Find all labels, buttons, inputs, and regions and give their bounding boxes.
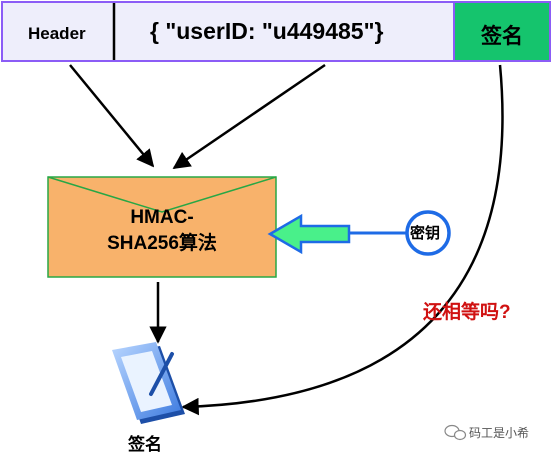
header-to-algorithm-arrow [69, 64, 155, 168]
watermark-text: 码工是小希 [469, 426, 530, 440]
signature-comparison-curve [181, 64, 504, 416]
algorithm-label-line2: SHA256算法 [107, 233, 217, 254]
key-to-algorithm-arrow [267, 213, 351, 255]
algorithm-label-line1: HMAC- [130, 207, 194, 228]
signature-tablet-icon [112, 342, 185, 424]
secret-key-circle [405, 210, 451, 256]
algorithm-envelope [47, 176, 277, 278]
secret-key-label: 密钥 [410, 225, 441, 242]
jwt-signature-label: 签名 [481, 25, 523, 48]
wechat-icon [444, 424, 467, 441]
jwt-payload-label: { "userID: "u449485"} [150, 18, 384, 44]
envelope-body [47, 176, 277, 278]
jwt-signature-cell [453, 1, 551, 62]
algorithm-label: HMAC- SHA256算法 [48, 205, 276, 257]
output-signature-label: 签名 [128, 435, 162, 454]
envelope-flap [47, 176, 277, 213]
jwt-bar [1, 1, 551, 62]
comparison-question: 还相等吗? [423, 302, 511, 323]
payload-to-algorithm-arrow [172, 63, 326, 170]
jwt-header-label: Header [28, 24, 86, 43]
